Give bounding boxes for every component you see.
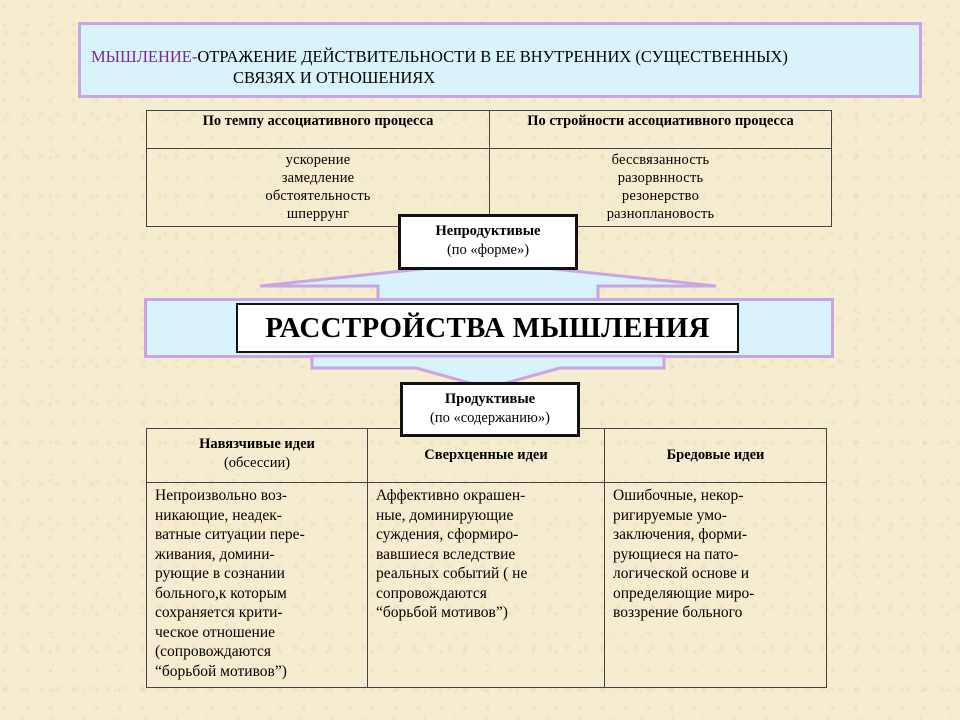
tempo-header: По темпу ассоциативного процесса xyxy=(147,111,489,149)
tempo-item: шперрунг xyxy=(286,206,350,222)
definition-text: ОТРАЖЕНИЕ ДЕЙСТВИТЕЛЬНОСТИ В ЕЕ ВНУТРЕНН… xyxy=(197,47,788,66)
productive-subtitle: (по «содержанию») xyxy=(430,410,550,426)
definition-term: МЫШЛЕНИЕ- xyxy=(91,47,198,66)
definition-box: МЫШЛЕНИЕ-ОТРАЖЕНИЕ ДЕЙСТВИТЕЛЬНОСТИ В ЕЕ… xyxy=(78,22,922,98)
coherence-item: разноплановость xyxy=(606,206,715,222)
delusions-header: Бредовые идеи xyxy=(605,429,826,483)
coherence-item: разорвнность xyxy=(617,170,704,186)
nonproductive-title: Непродуктивые xyxy=(435,223,541,239)
overvalued-title: Сверхценные идеи xyxy=(424,447,548,463)
obsessions-column: Навязчивые идеи (обсессии) Непроизвольно… xyxy=(147,429,368,687)
productive-title: Продуктивые xyxy=(444,391,536,407)
coherence-item: резонерство xyxy=(621,188,700,204)
productive-label: Продуктивые (по «содержанию») xyxy=(400,382,580,437)
productive-table: Навязчивые идеи (обсессии) Непроизвольно… xyxy=(146,428,827,688)
delusions-title: Бредовые идеи xyxy=(666,447,765,463)
obsessions-header: Навязчивые идеи (обсессии) xyxy=(147,429,367,483)
coherence-column: По стройности ассоциативного процесса бе… xyxy=(490,111,831,226)
tempo-item: замедление xyxy=(281,170,355,186)
tempo-item: обстоятельность xyxy=(265,188,371,204)
overvalued-column: Сверхценные идеи Аффективно окрашен- ные… xyxy=(368,429,605,687)
definition-line-1: МЫШЛЕНИЕ-ОТРАЖЕНИЕ ДЕЙСТВИТЕЛЬНОСТИ В ЕЕ… xyxy=(91,46,919,67)
obsessions-description: Непроизвольно воз- никающие, неадек- ват… xyxy=(155,487,305,680)
nonproductive-subtitle: (по «форме») xyxy=(446,242,530,258)
delusions-description: Ошибочные, некор- ригируемые умо- заключ… xyxy=(613,487,755,621)
coherence-header: По стройности ассоциативного процесса xyxy=(490,111,831,149)
overvalued-description: Аффективно окрашен- ные, доминирующие су… xyxy=(376,487,528,621)
arrow-down-icon xyxy=(310,354,666,390)
delusions-column: Бредовые идеи Ошибочные, некор- ригируем… xyxy=(605,429,826,687)
coherence-item: бессвязанность xyxy=(611,152,710,168)
definition-line-2: СВЯЗЯХ И ОТНОШЕНИЯХ xyxy=(233,68,436,87)
tempo-column: По темпу ассоциативного процесса ускорен… xyxy=(147,111,490,226)
overvalued-header: Сверхценные идеи xyxy=(368,429,604,483)
obsessions-subtitle: (обсессии) xyxy=(223,455,291,471)
main-title: РАССТРОЙСТВА МЫШЛЕНИЯ xyxy=(236,303,739,353)
nonproductive-label: Непродуктивые (по «форме») xyxy=(398,214,578,270)
tempo-item: ускорение xyxy=(285,152,351,168)
obsessions-title: Навязчивые идеи xyxy=(199,436,315,452)
nonproductive-table: По темпу ассоциативного процесса ускорен… xyxy=(146,110,832,227)
